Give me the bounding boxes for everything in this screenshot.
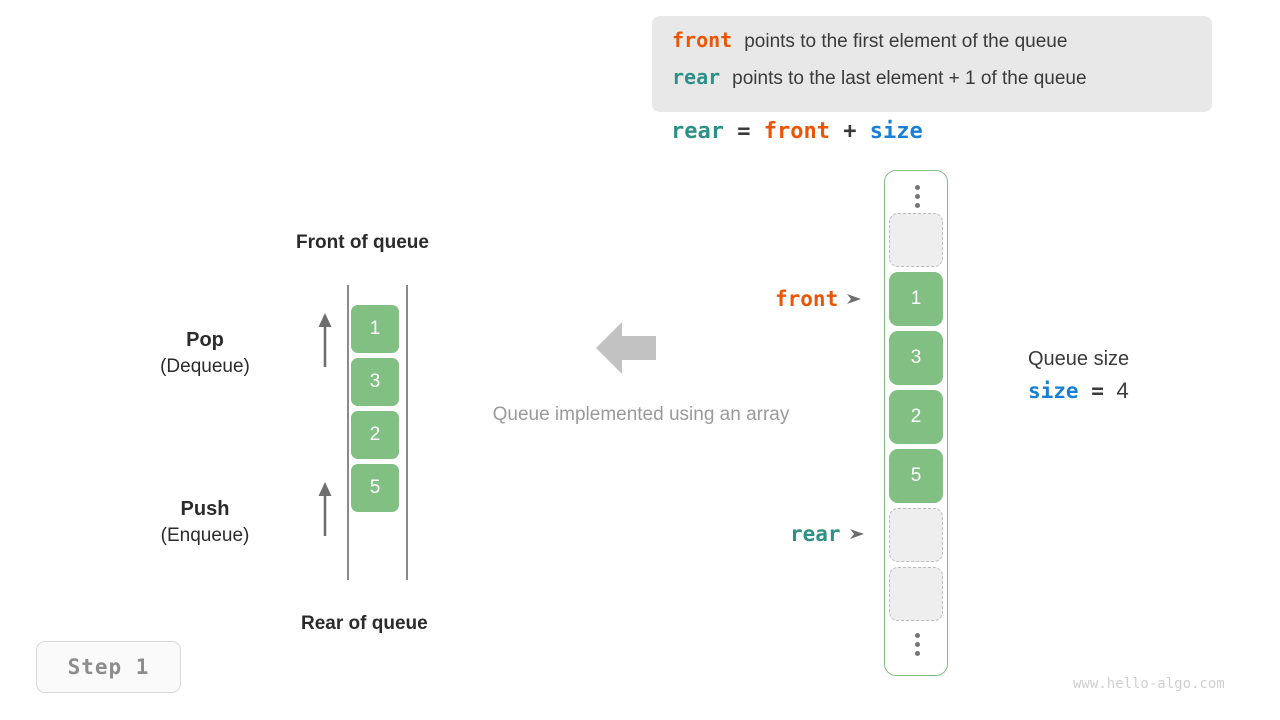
queue-cell: 2 [351,411,399,459]
watermark: www.hello-algo.com [1073,676,1225,692]
dot [914,203,920,208]
legend-row-front: front points to the first element of the… [672,28,1192,65]
queue-size-expression: size = 4 [1028,374,1129,408]
formula-rear-equals-front-plus-size: rear = front + size [671,119,923,144]
pop-subtitle: (Dequeue) [160,356,250,377]
array-slot-filled: 1 [889,272,943,326]
pop-operation-label: Pop (Dequeue) [115,327,295,381]
left-arrow-icon [596,322,656,374]
pop-up-arrow-icon [318,313,332,367]
formula-plus: + [829,119,870,144]
legend-box: front points to the first element of the… [652,16,1212,112]
legend-keyword-rear: rear [672,65,721,89]
rear-of-queue-label: Rear of queue [301,613,428,634]
rear-pointer: rear [790,522,864,546]
queue-cell: 5 [351,464,399,512]
front-pointer-label: front [775,287,839,311]
size-equals: = [1078,379,1117,403]
pointer-right-arrow-icon [849,529,864,539]
array-slot-empty [889,567,943,621]
legend-keyword-front: front [672,28,733,52]
front-of-queue-label: Front of queue [296,232,429,253]
queue-channel-line-right [406,285,408,580]
formula-lhs-rear: rear [671,119,724,144]
size-variable: size [1028,379,1079,403]
formula-operand-size: size [869,119,923,144]
queue-size-label: Queue size [1028,348,1130,370]
queue-size-block: Queue size size = 4 [1028,344,1129,408]
pointer-right-arrow-icon [847,294,862,304]
size-value: 4 [1116,378,1129,403]
center-caption: Queue implemented using an array [492,404,790,425]
array-container: 1 3 2 5 [884,170,948,676]
legend-row-rear: rear points to the last element + 1 of t… [672,65,1192,102]
queue-cell: 3 [351,358,399,406]
push-subtitle: (Enqueue) [160,525,250,546]
array-slot-empty [889,508,943,562]
front-pointer: front [775,287,862,311]
formula-operand-front: front [763,119,830,144]
queue-cell: 1 [351,305,399,353]
dot [914,194,920,199]
dot [914,633,920,638]
dot [914,651,920,656]
rear-pointer-label: rear [790,522,841,546]
array-slot-empty [889,213,943,267]
legend-description-front: points to the first element of the queue [744,31,1068,52]
array-slot-filled: 3 [889,331,943,385]
dot [914,642,920,647]
array-slot-filled: 2 [889,390,943,444]
queue-channel-line-left [347,285,349,580]
push-title: Push [180,498,230,520]
legend-description-rear: points to the last element + 1 of the qu… [732,68,1087,89]
dot [914,185,920,190]
push-up-arrow-icon [318,482,332,536]
array-slot-filled: 5 [889,449,943,503]
ellipsis-dots-bottom [885,633,949,656]
step-badge: Step 1 [36,641,181,693]
ellipsis-dots-top [885,185,949,208]
formula-equals: = [723,119,764,144]
push-operation-label: Push (Enqueue) [115,496,295,550]
pop-title: Pop [186,329,224,351]
